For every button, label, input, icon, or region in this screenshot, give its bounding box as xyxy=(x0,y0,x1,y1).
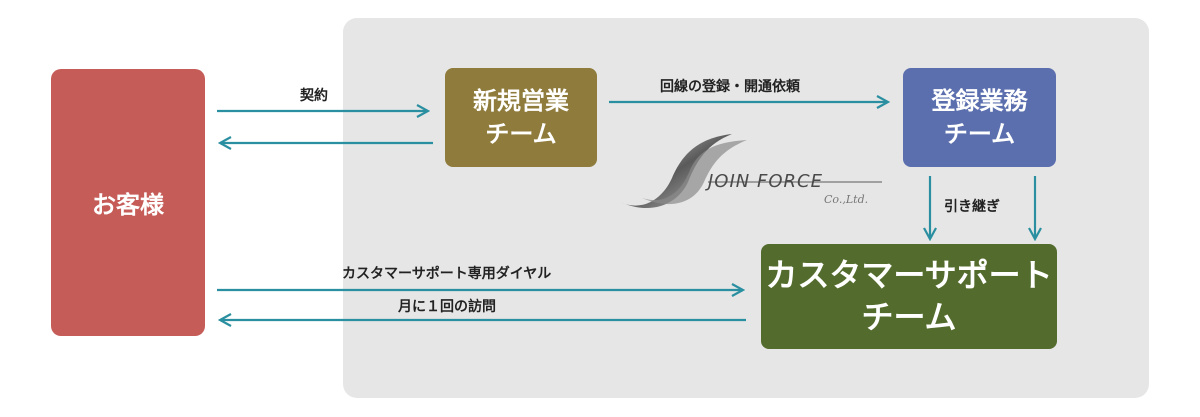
logo-name: JOIN FORCE xyxy=(708,171,823,192)
sales-team-box: 新規営業 チーム xyxy=(445,68,597,167)
registration-team-box: 登録業務 チーム xyxy=(903,68,1056,167)
logo-suffix: Co.,Ltd. xyxy=(824,193,869,206)
label-visit: 月に１回の訪問 xyxy=(398,299,496,315)
label-line-request: 回線の登録・開通依頼 xyxy=(660,79,800,95)
label-dial: カスタマーサポート専用ダイヤル xyxy=(342,266,552,282)
customer-box: お客様 xyxy=(51,69,205,336)
label-contract: 契約 xyxy=(300,88,328,104)
label-handover: 引き継ぎ xyxy=(944,199,1000,215)
support-team-box: カスタマーサポート チーム xyxy=(761,244,1057,349)
join-force-logo-icon xyxy=(620,134,882,209)
